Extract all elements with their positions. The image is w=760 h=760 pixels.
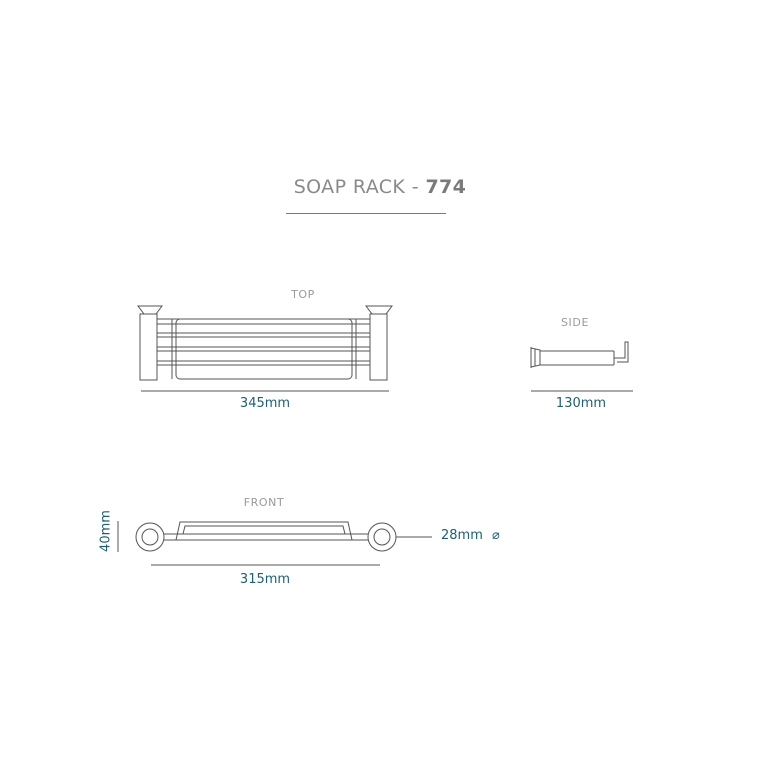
drawing-title: SOAP RACK - 774 <box>0 176 760 198</box>
front-view-drawing <box>117 521 432 566</box>
top-right-flange <box>365 305 393 315</box>
top-frame <box>175 318 353 380</box>
diameter-symbol-icon: ⌀ <box>492 528 500 543</box>
side-depth-dimension: 130mm <box>555 396 607 411</box>
front-frame-inner <box>182 525 346 535</box>
top-left-mount <box>139 313 158 381</box>
top-view-label: TOP <box>291 288 315 301</box>
front-height-dimension: 40mm <box>98 510 114 552</box>
top-bars <box>157 318 370 366</box>
side-view-drawing <box>530 341 633 392</box>
top-view-drawing <box>137 305 393 392</box>
top-frame-sides <box>171 319 357 379</box>
top-left-flange <box>137 305 163 315</box>
top-right-mount <box>369 313 388 381</box>
front-right-rosette-inner <box>373 528 391 546</box>
front-left-rosette-outer <box>135 522 165 552</box>
side-body <box>540 350 614 366</box>
front-view-label: FRONT <box>243 496 285 509</box>
front-base-rails <box>164 533 368 541</box>
title-separator: - <box>405 176 426 198</box>
side-hook <box>614 341 629 363</box>
front-frame-outer <box>175 521 353 541</box>
product-code: 774 <box>425 176 467 198</box>
product-name: SOAP RACK <box>293 176 406 198</box>
title-underline <box>286 213 446 214</box>
front-width-dimension: 315mm <box>239 572 291 587</box>
front-right-rosette-outer <box>367 522 397 552</box>
top-width-dimension: 345mm <box>239 396 291 411</box>
front-diameter-dimension: 28mm <box>441 528 483 543</box>
front-left-rosette-inner <box>141 528 159 546</box>
side-view-label: SIDE <box>560 316 590 329</box>
